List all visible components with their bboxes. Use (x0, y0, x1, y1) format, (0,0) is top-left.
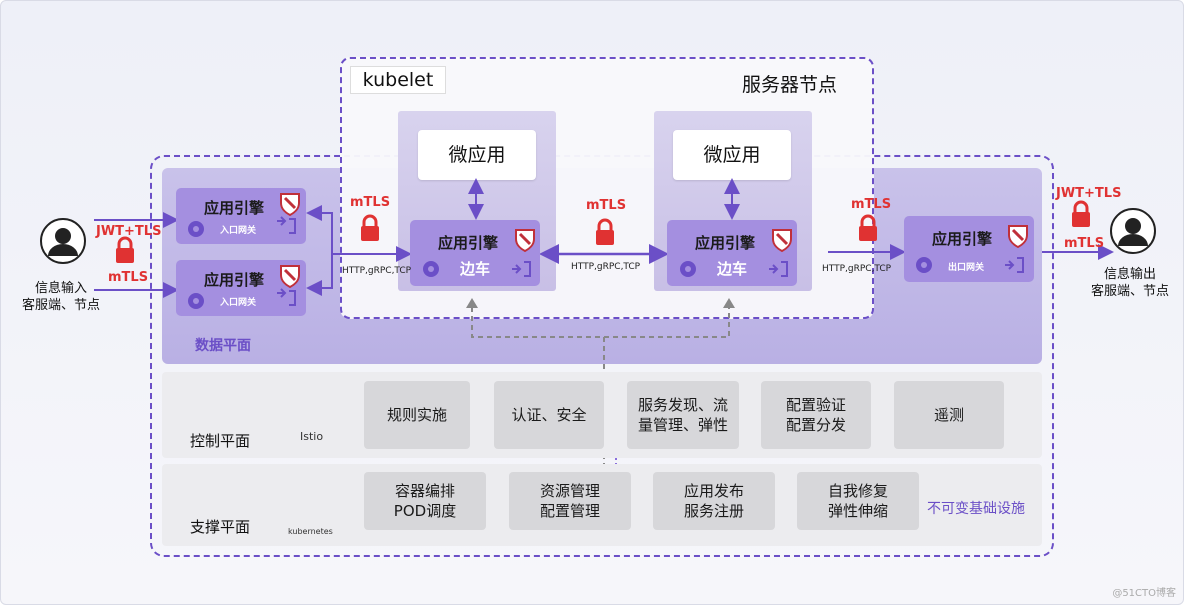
client-in-line2: 客服端、节点 (21, 298, 100, 313)
control-card: 认证、安全 (494, 381, 604, 449)
exit-icon (277, 216, 296, 234)
gear-icon (188, 221, 204, 237)
lock-icon (596, 218, 614, 245)
exit-icon (1005, 257, 1024, 273)
engine-name: 应用引擎 (932, 230, 993, 248)
support-card: 资源管理 配置管理 (509, 472, 631, 530)
client-out-line2: 客服端、节点 (1090, 284, 1169, 299)
watermark: @51CTO博客 (1112, 588, 1176, 599)
client-in-line1: 信息输入 (34, 281, 87, 296)
card-line2: 配置分发 (785, 416, 846, 434)
card-line1: 应用发布 (683, 482, 744, 500)
engine-name: 应用引擎 (204, 199, 265, 217)
client-out-line1: 信息输出 (1103, 267, 1156, 282)
protocol-label-mid: HTTP,gRPC,TCP (571, 262, 641, 272)
engine-sub-sidecar: 边车 (717, 260, 748, 278)
card-line2: 弹性伸缩 (827, 502, 888, 520)
engine-sub-ingress: 入口网关 (220, 298, 257, 308)
mtls-label-in: mTLS (108, 270, 149, 285)
card-line1: 自我修复 (827, 482, 888, 500)
card-line1: 服务发现、流 (637, 396, 728, 414)
card-line2: 服务注册 (683, 502, 744, 520)
protocol-label-egress: HTTP,gRPC,TCP (822, 264, 892, 274)
client-out-label: 信息输出 客服端、节点 (1076, 266, 1184, 300)
shield-icon (515, 229, 535, 253)
server-node-label: 服务器节点 (742, 74, 838, 96)
card-line1: 遥测 (933, 406, 964, 424)
gear-icon (680, 261, 696, 277)
card-line1: 规则实施 (386, 406, 447, 424)
card-line1: 容器编排 (394, 482, 455, 500)
istio-logo-text: Istio (300, 430, 324, 443)
shield-icon (280, 193, 300, 217)
card-line2: 配置管理 (539, 502, 600, 520)
exit-icon (769, 261, 788, 277)
engine-name: 应用引擎 (438, 234, 499, 252)
control-card: 规则实施 (364, 381, 470, 449)
kubelet-title: kubelet (350, 66, 446, 94)
card-line1: 认证、安全 (511, 406, 587, 424)
gear-icon (188, 293, 204, 309)
mtls-label-mid: mTLS (586, 198, 627, 213)
kubernetes-logo-text: kubernetes (288, 527, 333, 536)
support-card: 应用发布 服务注册 (653, 472, 775, 530)
lock-icon (859, 214, 877, 241)
engine-name: 应用引擎 (695, 234, 756, 252)
control-card: 配置验证 配置分发 (761, 381, 871, 449)
lock-icon (361, 214, 379, 241)
support-card: 自我修复 弹性伸缩 (797, 472, 919, 530)
card-line1: 资源管理 (539, 482, 600, 500)
client-in-label: 信息输入 客服端、节点 (6, 280, 116, 314)
mtls-label-egress: mTLS (851, 197, 892, 212)
gear-icon (423, 261, 439, 277)
user-icon-in (40, 218, 86, 264)
shield-icon (280, 265, 300, 289)
lock-icon (116, 236, 134, 263)
immutable-infra-note: 不可变基础设施 (927, 501, 1025, 517)
card-line2: 量管理、弹性 (637, 416, 728, 434)
control-plane-label: 控制平面 (190, 432, 251, 450)
micro-app-right: 微应用 (673, 130, 791, 180)
engine-sub-egress: 出口网关 (948, 263, 985, 273)
control-card: 遥测 (894, 381, 1004, 449)
support-card: 容器编排 POD调度 (364, 472, 486, 530)
engine-sub-ingress: 入口网关 (220, 226, 257, 236)
exit-icon (512, 261, 531, 277)
support-plane-label: 支撑平面 (190, 518, 251, 536)
card-line1: 配置验证 (785, 396, 846, 414)
shield-icon (772, 229, 792, 253)
mtls-label-out: mTLS (1064, 236, 1105, 251)
jwt-tls-label-in: JWT+TLS (96, 224, 162, 239)
user-icon-out (1110, 208, 1156, 254)
jwt-tls-label-out: JWT+TLS (1056, 186, 1122, 201)
engine-name: 应用引擎 (204, 271, 265, 289)
protocol-label-ingress: HTTP,gRPC,TCP (342, 266, 412, 276)
control-card: 服务发现、流 量管理、弹性 (627, 381, 739, 449)
control-to-right-sidecar (604, 302, 730, 338)
lock-icon (1072, 200, 1090, 227)
gear-icon (916, 257, 932, 273)
shield-icon (1008, 225, 1028, 249)
engine-sub-sidecar: 边车 (460, 260, 491, 278)
card-line2: POD调度 (393, 502, 457, 520)
micro-app-left: 微应用 (418, 130, 536, 180)
mtls-label-ingress: mTLS (350, 195, 391, 210)
exit-icon (277, 288, 296, 306)
data-plane-label: 数据平面 (195, 338, 251, 354)
